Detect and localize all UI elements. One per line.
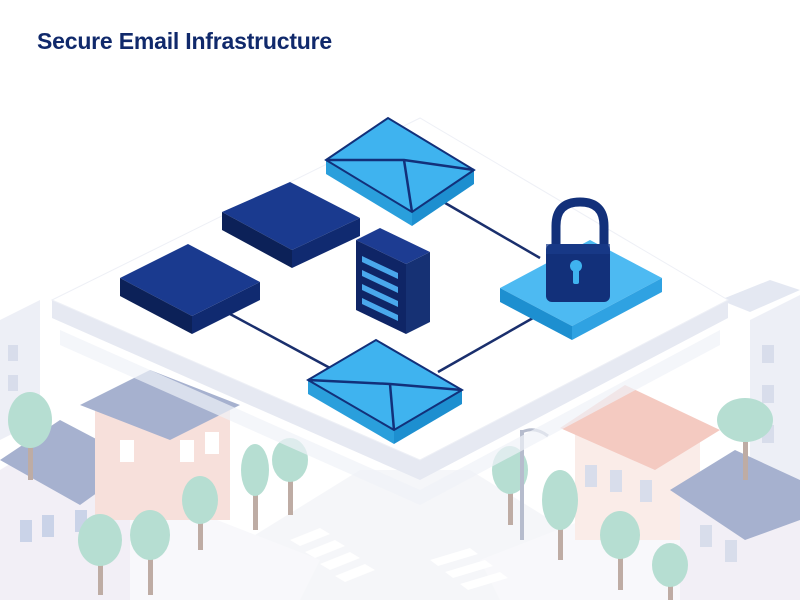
connectors [229,198,541,374]
dark-tile [222,182,360,268]
connector-line [439,198,541,260]
house-right-blue [670,450,800,600]
connector-line [229,312,331,370]
tree [717,398,773,480]
tree [241,444,269,530]
tree [652,543,688,600]
envelope-icon [306,338,464,444]
page-title: Secure Email Infrastructure [37,28,332,54]
tree [130,510,170,595]
envelope-icon [324,116,476,226]
server-slots [362,256,398,321]
city-background [0,280,800,600]
server-icon [356,228,430,334]
crosswalk-right [430,548,508,590]
tree [600,511,640,590]
dark-tile [120,244,260,334]
tree [542,470,578,560]
tree [78,514,122,595]
padlock-icon [546,197,610,302]
tree [8,392,52,480]
connector-line [437,312,541,374]
tree [182,476,218,550]
crosswalk-left [290,528,375,582]
